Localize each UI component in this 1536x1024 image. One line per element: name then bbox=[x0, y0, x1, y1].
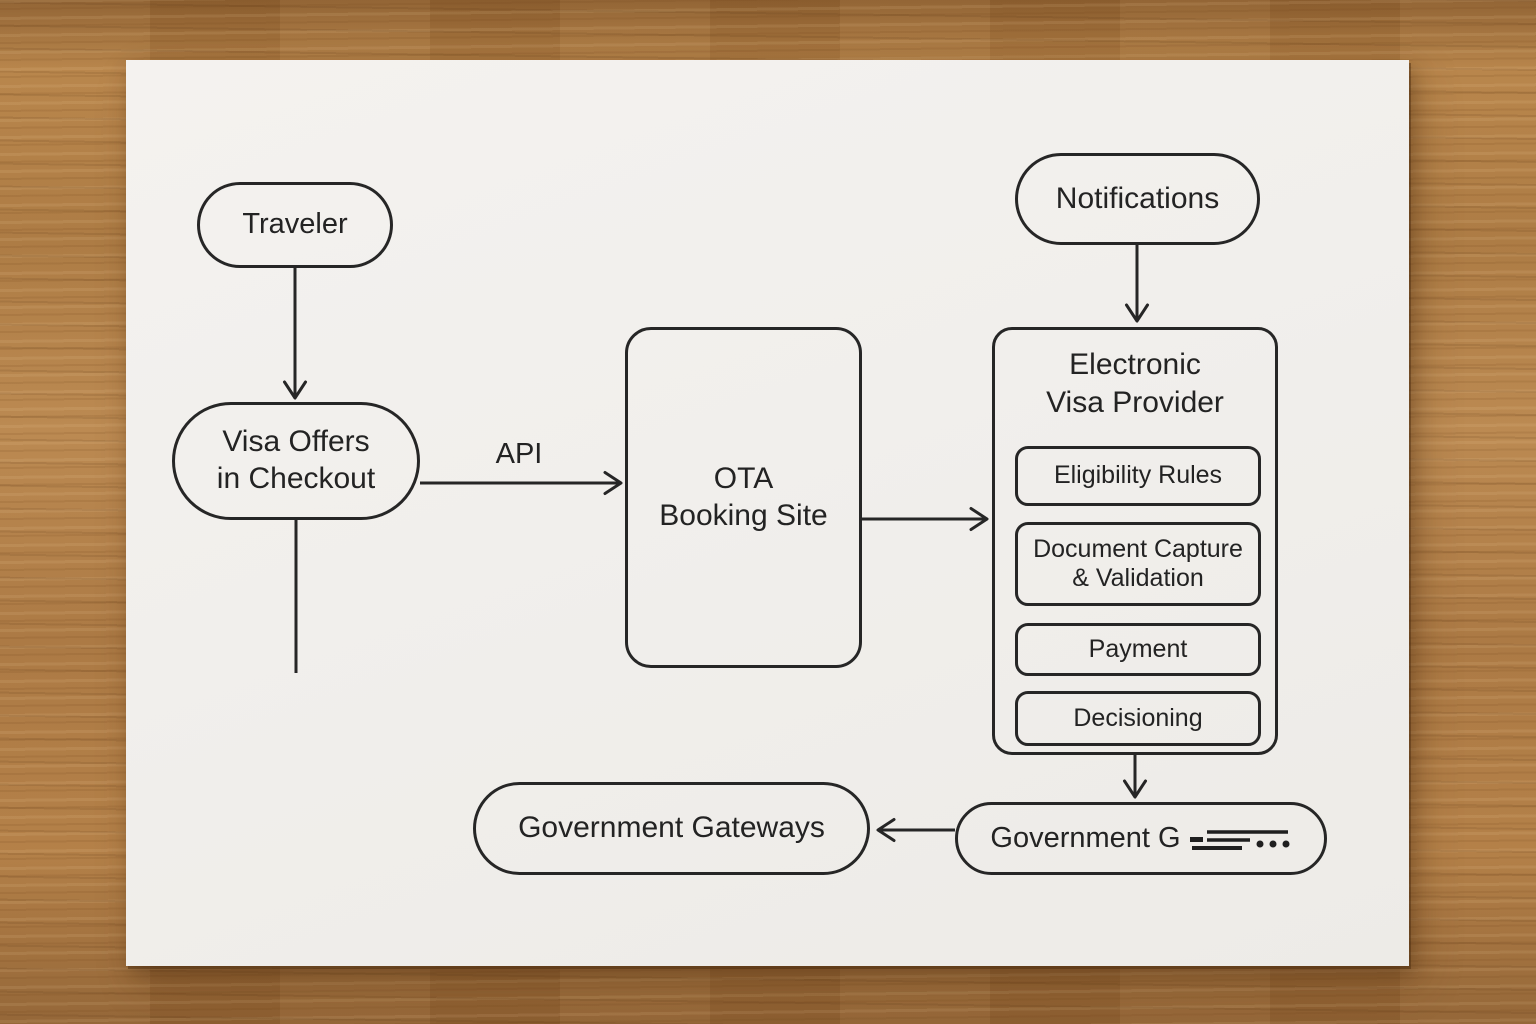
node-government-g: Government G bbox=[955, 802, 1327, 875]
node-traveler: Traveler bbox=[197, 182, 393, 268]
government-g-label: Government G bbox=[990, 821, 1181, 854]
node-document-capture-validation: Document Capture & Validation bbox=[1015, 522, 1261, 606]
node-eligibility-rules: Eligibility Rules bbox=[1015, 446, 1261, 506]
diagram-paper: Traveler Visa Offers in Checkout API OTA… bbox=[126, 60, 1409, 966]
node-ota-booking-site: OTA Booking Site bbox=[625, 327, 862, 668]
node-electronic-visa-provider: Electronic Visa Provider Eligibility Rul… bbox=[992, 327, 1278, 755]
node-decisioning: Decisioning bbox=[1015, 691, 1261, 746]
evp-title: Electronic Visa Provider bbox=[1046, 348, 1224, 419]
edge-label-api: API bbox=[495, 438, 543, 470]
connector-arrows bbox=[283, 245, 1149, 842]
node-payment: Payment bbox=[1015, 623, 1261, 676]
node-notifications: Notifications bbox=[1015, 153, 1260, 245]
node-visa-offers-in-checkout: Visa Offers in Checkout bbox=[172, 402, 420, 520]
garbled-text-scribble bbox=[1189, 829, 1290, 850]
node-government-gateways: Government Gateways bbox=[473, 782, 870, 875]
